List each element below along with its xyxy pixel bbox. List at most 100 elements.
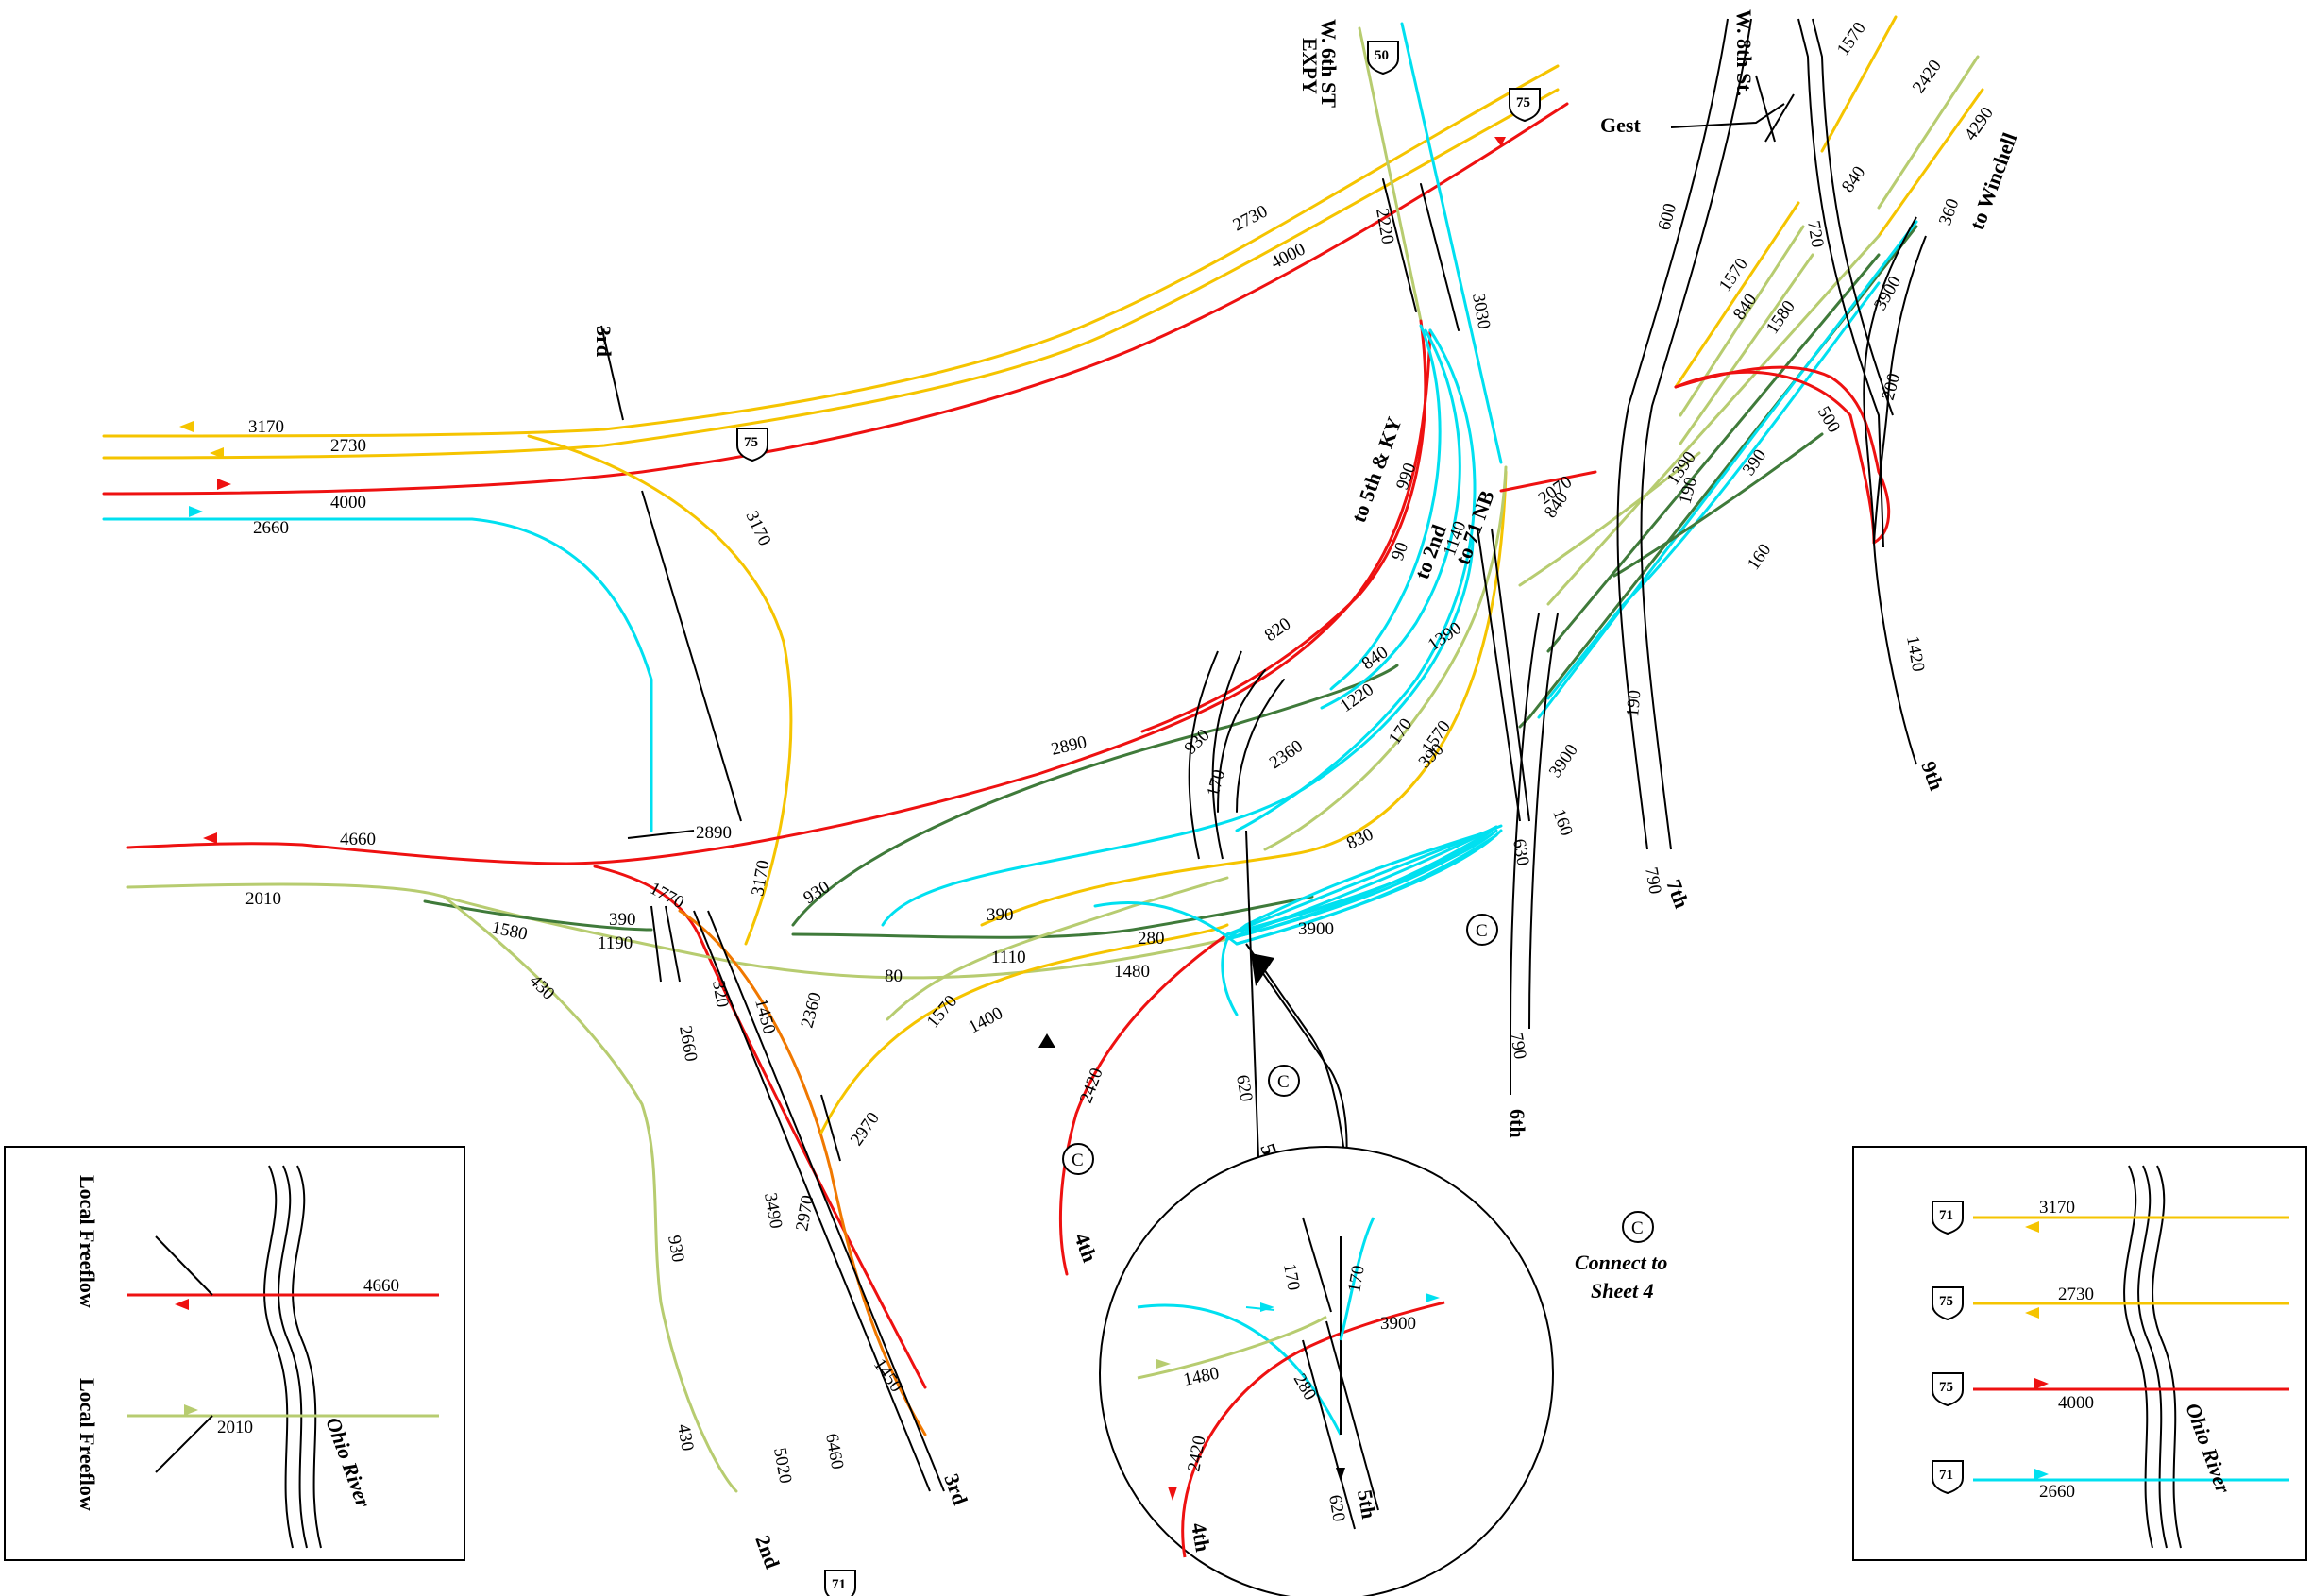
volume-label: 820 — [1261, 614, 1294, 647]
volume-label: 2660 — [253, 518, 289, 538]
w6th-expressway — [1358, 22, 1503, 464]
volume-label: 620 — [1232, 1073, 1257, 1103]
connector-c-icon: C — [1062, 1143, 1094, 1175]
volume-label: 790 — [1641, 865, 1665, 896]
volume-label: 1570 — [1833, 19, 1870, 59]
inset-right-volume-4000: 4000 — [2058, 1393, 2094, 1413]
volume-label: 160 — [1744, 540, 1776, 573]
volume-label: 3490 — [760, 1191, 785, 1230]
volume-label: 2970 — [792, 1194, 818, 1233]
i75-shield-number: 75 — [1516, 95, 1530, 110]
inset-right-volume-3170: 3170 — [2039, 1198, 2075, 1218]
volume-label: 200 — [1879, 371, 1905, 402]
label-7th: 7th — [1662, 876, 1694, 911]
volume-label: 930 — [664, 1234, 688, 1264]
volume-label: 4660 — [340, 830, 376, 849]
label-2nd: 2nd — [751, 1532, 785, 1571]
volume-label: 3170 — [748, 859, 773, 898]
i75-shield-icon: 75 — [736, 428, 768, 462]
ramp-cluster — [791, 470, 1508, 1276]
volume-label: 190 — [1623, 689, 1645, 717]
volume-label: 1110 — [991, 948, 1026, 967]
inset-left-local-freeflow-bottom: Local Freeflow — [76, 1378, 99, 1511]
volume-label: 4000 — [1268, 239, 1308, 273]
connector-c-icon: C — [1622, 1211, 1654, 1243]
volume-label: 2360 — [1266, 736, 1307, 773]
volume-label: 4290 — [1961, 104, 1998, 144]
inset-circle: 170 170 3900 1480 280 2420 620 5th 4th — [1099, 962, 1554, 1596]
label-w6th: W. 6th ST — [1317, 19, 1341, 108]
label-w8th: W. 8th St. — [1732, 9, 1756, 96]
volume-label: 5020 — [769, 1446, 795, 1485]
connector-note-line1: Connect to — [1575, 1251, 1667, 1274]
volume-label: 80 — [885, 966, 903, 986]
volume-label: 2660 — [675, 1024, 700, 1063]
circle-volume-170a: 170 — [1279, 1262, 1304, 1292]
volume-label: 390 — [609, 910, 636, 930]
volume-label: 170 — [1204, 767, 1230, 798]
volume-label: 1190 — [598, 933, 633, 953]
i75-shield-icon: 75 — [1509, 88, 1541, 123]
volume-label: 3900 — [1298, 919, 1334, 939]
us50-shield-number: 50 — [1375, 48, 1389, 63]
svg-text:C: C — [1277, 1072, 1290, 1092]
i71-shield-icon: 71 — [1939, 1468, 1953, 1483]
inset-left-volume-2010: 2010 — [217, 1418, 253, 1437]
volume-label: 720 — [1803, 219, 1828, 249]
volume-label: 840 — [1838, 162, 1870, 195]
volume-labels: 3170 2730 4000 2660 2730 4000 2220 3030 … — [245, 19, 1998, 1486]
lower-mainline — [126, 328, 1432, 1493]
i75-shield-number: 75 — [744, 435, 758, 450]
inset-left-volume-4660: 4660 — [363, 1276, 399, 1296]
volume-label: 2360 — [798, 990, 826, 1030]
direction-arrows — [179, 137, 1506, 1048]
volume-label: 2730 — [330, 436, 366, 456]
volume-label: 1400 — [965, 1003, 1005, 1037]
distributor-ramps — [1140, 319, 1508, 851]
label-6th: 6th — [1506, 1109, 1529, 1138]
volume-label: 320 — [708, 979, 733, 1009]
svg-text:C: C — [1072, 1151, 1084, 1170]
volume-label: 1420 — [1902, 634, 1928, 673]
volume-label: 1220 — [1337, 680, 1377, 716]
volume-label: 2890 — [1049, 732, 1088, 760]
label-4th: 4th — [1070, 1230, 1102, 1265]
label-3rd-bottom: 3rd — [939, 1470, 972, 1508]
svg-text:C: C — [1631, 1218, 1644, 1238]
volume-label: 430 — [673, 1422, 698, 1453]
volume-label: 6460 — [821, 1432, 847, 1470]
volume-label: 3030 — [1468, 292, 1494, 330]
route-3900 — [1225, 829, 1494, 941]
volume-label: 2420 — [1076, 1066, 1107, 1106]
volume-label: 1570 — [1715, 255, 1752, 295]
label-3rd-top: 3rd — [592, 326, 616, 357]
volume-label: 2970 — [847, 1109, 884, 1150]
i71-shield-icon: 71 — [824, 1570, 856, 1596]
volume-label: 500 — [1814, 403, 1844, 436]
volume-label: 2730 — [1230, 201, 1271, 235]
inset-right: 71 75 75 71 3170 2730 4000 2660 Ohio Riv… — [1852, 1146, 2307, 1561]
circle-label-5th: 5th — [1353, 1488, 1381, 1520]
volume-label: 3170 — [741, 508, 774, 548]
label-to-winchell: to Winchell — [1965, 129, 2021, 232]
volume-label: 1450 — [751, 997, 779, 1036]
volume-label: 790 — [1506, 1031, 1530, 1061]
east-bundle — [1499, 15, 1984, 729]
volume-label: 430 — [525, 971, 558, 1004]
i75-freeway-bundle — [102, 64, 1569, 946]
volume-label: 2890 — [696, 823, 732, 843]
label-gest: Gest — [1600, 113, 1641, 137]
i71-shield-number: 71 — [832, 1577, 846, 1592]
circle-label-4th: 4th — [1187, 1521, 1215, 1554]
volume-label: 3170 — [248, 417, 284, 437]
i71-shield-icon: 71 — [1939, 1208, 1953, 1223]
i75-shield-icon: 75 — [1939, 1294, 1953, 1309]
connector-c-icon: C — [1466, 914, 1498, 946]
volume-label: 280 — [1138, 929, 1165, 949]
label-9th: 9th — [1916, 758, 1949, 793]
volume-label: 2010 — [245, 889, 281, 909]
connector-note-line2: Sheet 4 — [1591, 1279, 1654, 1302]
circle-volume-3900: 3900 — [1380, 1314, 1416, 1334]
i75-shield-icon: 75 — [1939, 1380, 1953, 1395]
